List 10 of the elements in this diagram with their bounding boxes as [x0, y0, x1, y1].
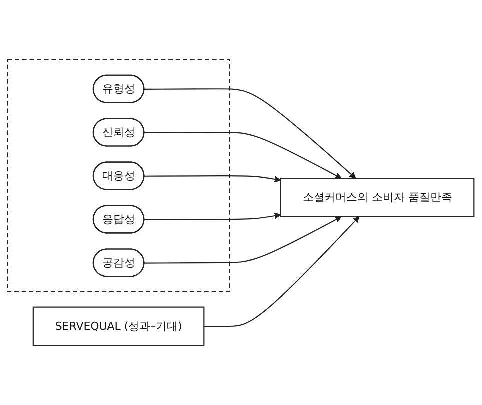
arrow: [144, 216, 342, 264]
arrow: [144, 132, 342, 179]
arrow: [144, 175, 282, 182]
node-box: [280, 178, 475, 218]
cluster: [7, 59, 230, 292]
arrow: [144, 212, 282, 220]
arrow: [144, 88, 356, 179]
node-box: [32, 306, 205, 346]
flowchart-diagram: 유형성 신뢰성 대응성 응답성 공감성 SERVEQUAL (성과–기대) 소셜커머스의 소비자 품질만족: [2, 54, 480, 352]
arrow: [204, 216, 360, 327]
